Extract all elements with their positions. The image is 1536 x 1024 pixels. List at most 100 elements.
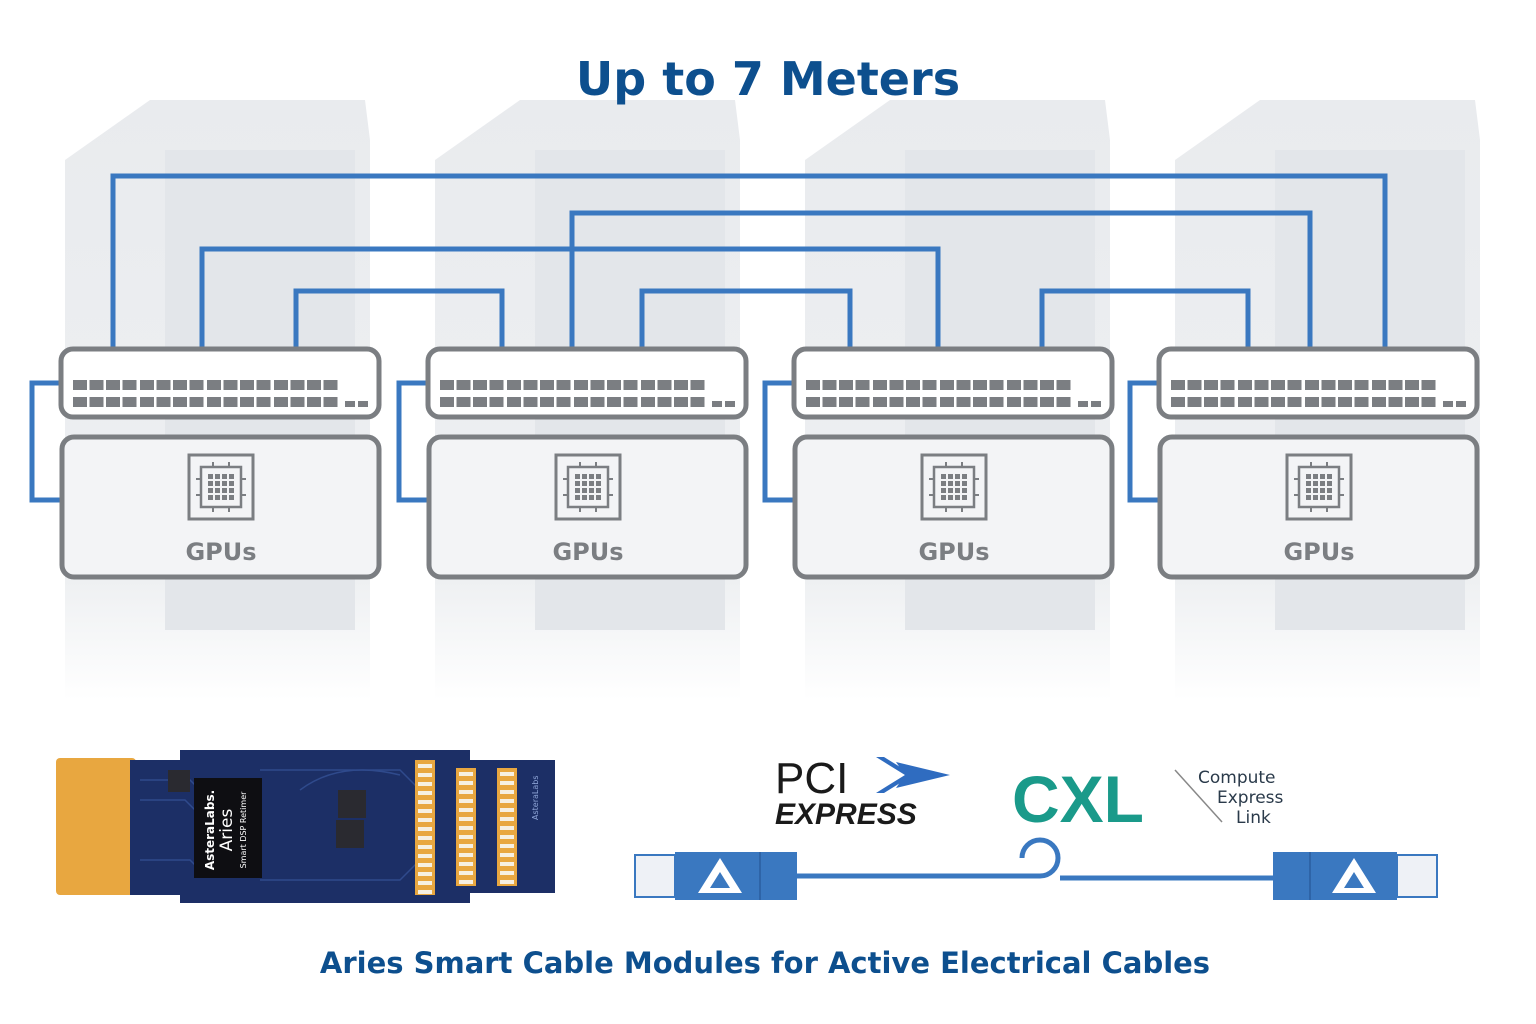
gpu-node: GPUs (762, 346, 1115, 580)
switch-port (189, 380, 204, 390)
switch-port (674, 397, 688, 407)
switch-port (1421, 397, 1436, 407)
connector-pads (497, 768, 517, 886)
local-link-line (396, 380, 429, 503)
switch-port (690, 397, 705, 407)
switch-port (690, 380, 705, 390)
switch-port (855, 380, 870, 390)
switch-port (940, 397, 954, 407)
switch-port (1056, 380, 1071, 390)
pcie-logo: PCI EXPRESS (775, 754, 950, 831)
switch-port (540, 380, 554, 390)
switch-port (1171, 380, 1185, 390)
chip-brand: AsteraLabs. (203, 790, 217, 870)
switch-port (1287, 380, 1302, 390)
gpu-chip-icon (554, 453, 622, 521)
network-switch (791, 346, 1115, 420)
switch-port (89, 380, 104, 390)
switch-port (922, 380, 937, 390)
switch-port (1171, 397, 1185, 407)
astera-logo-icon (698, 858, 742, 893)
gold-edge-connector (56, 758, 136, 895)
switch-port (607, 397, 621, 407)
switch-port (440, 397, 454, 407)
switch-port (207, 380, 221, 390)
switch-port (1056, 397, 1071, 407)
local-link-line (29, 380, 62, 503)
astera-logo-icon (1332, 858, 1376, 893)
gpu-box: GPUs (426, 434, 749, 580)
gpu-label: GPUs (552, 538, 623, 566)
switch-port (1388, 380, 1403, 390)
switch-port (906, 380, 920, 390)
switch-port (1421, 380, 1436, 390)
switch-port (507, 397, 521, 407)
switch-port (607, 380, 621, 390)
aries-smart-cable-module-board: AsteraLabs. Aries Smart DSP Retimer Aste… (56, 750, 555, 903)
retimer-chip (194, 778, 262, 878)
switch-port (1271, 380, 1285, 390)
gpu-chip-icon (920, 453, 988, 521)
switch-port (1405, 380, 1419, 390)
switch-port (223, 397, 238, 407)
switch-port (189, 397, 204, 407)
gpu-label: GPUs (185, 538, 256, 566)
switch-port (674, 380, 688, 390)
pcie-logo-express: EXPRESS (775, 798, 917, 831)
switch-port (256, 380, 271, 390)
switch-port (590, 397, 605, 407)
switch-port (889, 397, 904, 407)
switch-port (873, 397, 887, 407)
switch-port (473, 380, 487, 390)
switch-port (1220, 397, 1235, 407)
chip-subtitle: Smart DSP Retimer (239, 791, 248, 869)
switch-port (1187, 380, 1202, 390)
switch-port (1238, 380, 1252, 390)
switch-port (1305, 397, 1319, 407)
gpu-box: GPUs (59, 434, 382, 580)
local-link-line (1127, 380, 1160, 503)
switch-port (523, 397, 538, 407)
switch-port (1204, 380, 1218, 390)
switch-port (173, 397, 187, 407)
switch-port (440, 380, 454, 390)
switch-port (956, 397, 971, 407)
switch-port (290, 380, 305, 390)
switch-port (73, 397, 87, 407)
switch-port (1204, 397, 1218, 407)
switch-port (122, 380, 137, 390)
gpu-box: GPUs (1157, 434, 1480, 580)
switch-port (1287, 397, 1302, 407)
switch-port (574, 380, 588, 390)
switch-port (1321, 397, 1336, 407)
switch-port (1305, 380, 1319, 390)
caption: Aries Smart Cable Modules for Active Ele… (320, 946, 1210, 980)
switch-port (822, 397, 837, 407)
board-edge-brand: AsteraLabs (531, 776, 540, 821)
connector-pads (456, 768, 476, 886)
switch-port (323, 397, 338, 407)
gpu-box: GPUs (792, 434, 1115, 580)
switch-port (989, 397, 1004, 407)
switch-port (140, 380, 154, 390)
switch-port (456, 397, 471, 407)
switch-port (256, 397, 271, 407)
switch-port (473, 397, 487, 407)
switch-port (839, 380, 853, 390)
switch-port (940, 380, 954, 390)
switch-port (489, 397, 504, 407)
switch-port (1321, 380, 1336, 390)
switch-port (1007, 397, 1021, 407)
gpu-node: GPUs (1127, 346, 1480, 580)
switch-port (156, 397, 171, 407)
switch-port (307, 397, 321, 407)
switch-port (623, 380, 638, 390)
switch-port (556, 380, 571, 390)
switch-port (1388, 397, 1403, 407)
switch-port (274, 380, 288, 390)
gpu-node: GPUs (29, 346, 382, 580)
switch-port (122, 397, 137, 407)
switch-port (1023, 397, 1038, 407)
cxl-logo: CXL Compute Express Link (1012, 762, 1284, 836)
